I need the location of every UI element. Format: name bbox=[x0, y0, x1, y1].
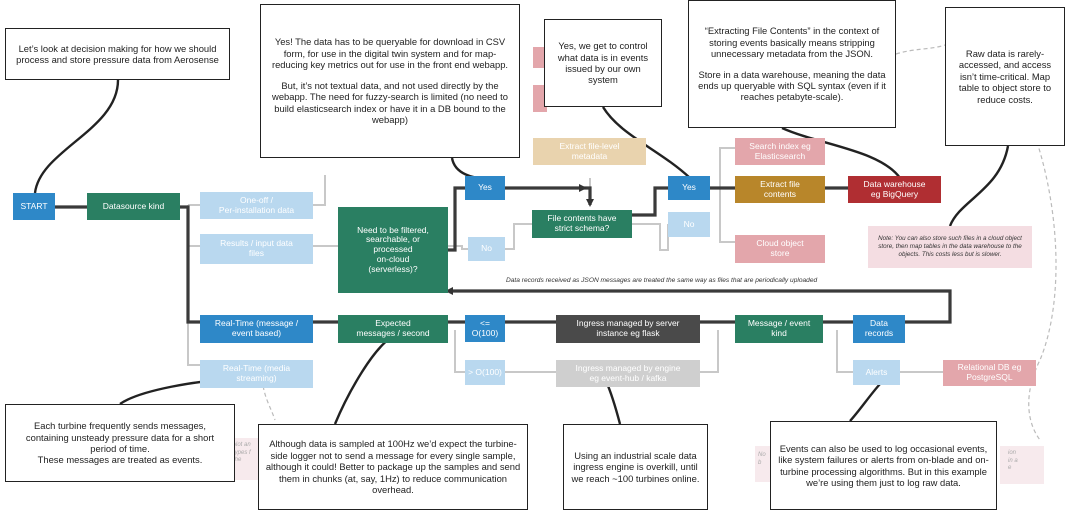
ghost-note-right bbox=[1000, 446, 1044, 484]
industrial-note: Using an industrial scale data ingress e… bbox=[563, 424, 708, 510]
dashed-connectors bbox=[261, 44, 1057, 441]
extracting-note: “Extracting File Contents” in the contex… bbox=[688, 0, 896, 128]
ghost-note-left bbox=[230, 438, 260, 480]
results-input-node[interactable]: Results / input data files bbox=[200, 234, 313, 264]
sampled-note: Although data is sampled at 100Hz we’d e… bbox=[258, 424, 528, 510]
message-event-kind-node[interactable]: Message / event kind bbox=[735, 315, 823, 343]
search-index-node[interactable]: Search index eg Elasticsearch bbox=[735, 138, 825, 165]
ingress-server-node[interactable]: Ingress managed by server instance eg fl… bbox=[556, 315, 700, 343]
intro-note: Let’s look at decision making for how we… bbox=[5, 28, 230, 80]
expected-messages-node[interactable]: Expected messages / second bbox=[338, 315, 448, 343]
datasource-kind-node[interactable]: Datasource kind bbox=[87, 193, 180, 220]
extract-file-level-node[interactable]: Extract file-level metadata bbox=[533, 138, 646, 165]
hidden-box-sliver bbox=[533, 85, 547, 112]
inactive-paths bbox=[187, 147, 943, 373]
no-node-2[interactable]: No bbox=[668, 212, 710, 237]
no-node-1[interactable]: No bbox=[468, 237, 505, 261]
control-note: Yes, we get to control what data is in e… bbox=[544, 19, 662, 107]
yes-node-2[interactable]: Yes bbox=[668, 176, 710, 200]
relational-db-node[interactable]: Relational DB eg PostgreSQL bbox=[943, 360, 1036, 386]
object-store-note: Note: You can also store such files in a… bbox=[868, 226, 1032, 268]
json-records-annotation: Data records received as JSON messages a… bbox=[506, 277, 818, 284]
file-contents-schema-node[interactable]: File contents have strict schema? bbox=[532, 210, 632, 238]
gt-100-node[interactable]: > O(100) bbox=[465, 360, 505, 385]
raw-data-note: Raw data is rarely-accessed, and access … bbox=[945, 7, 1065, 146]
active-path bbox=[55, 186, 952, 324]
realtime-message-node[interactable]: Real-Time (message / event based) bbox=[200, 315, 313, 343]
ghost-text-right: ion in a e bbox=[1008, 450, 1018, 471]
data-records-node[interactable]: Data records bbox=[853, 315, 905, 343]
realtime-streaming-node[interactable]: Real-Time (media streaming) bbox=[200, 360, 313, 388]
turbine-note: Each turbine frequently sends messages, … bbox=[5, 404, 235, 482]
alerts-node[interactable]: Alerts bbox=[853, 360, 900, 385]
ghost-text-left: Not an types f the bbox=[233, 442, 251, 463]
need-filtered-node[interactable]: Need to be filtered, searchable, or proc… bbox=[338, 207, 448, 293]
one-off-node[interactable]: One-off / Per-installation data bbox=[200, 192, 313, 219]
hidden-box-sliver bbox=[533, 47, 547, 68]
ghost-text-mid: No b bbox=[758, 452, 766, 466]
extract-file-contents-node[interactable]: Extract file contents bbox=[735, 176, 825, 203]
start-node[interactable]: START bbox=[13, 193, 55, 220]
queryable-note: Yes! The data has to be queryable for do… bbox=[260, 4, 520, 158]
data-warehouse-node[interactable]: Data warehouse eg BigQuery bbox=[848, 176, 941, 203]
events-note: Events can also be used to log occasiona… bbox=[770, 421, 997, 510]
ingress-engine-node[interactable]: Ingress managed by engine eg event-hub /… bbox=[556, 360, 700, 387]
cloud-object-store-node[interactable]: Cloud object store bbox=[735, 235, 825, 263]
le-100-node[interactable]: <= O(100) bbox=[465, 315, 505, 342]
yes-node-1[interactable]: Yes bbox=[465, 176, 505, 200]
